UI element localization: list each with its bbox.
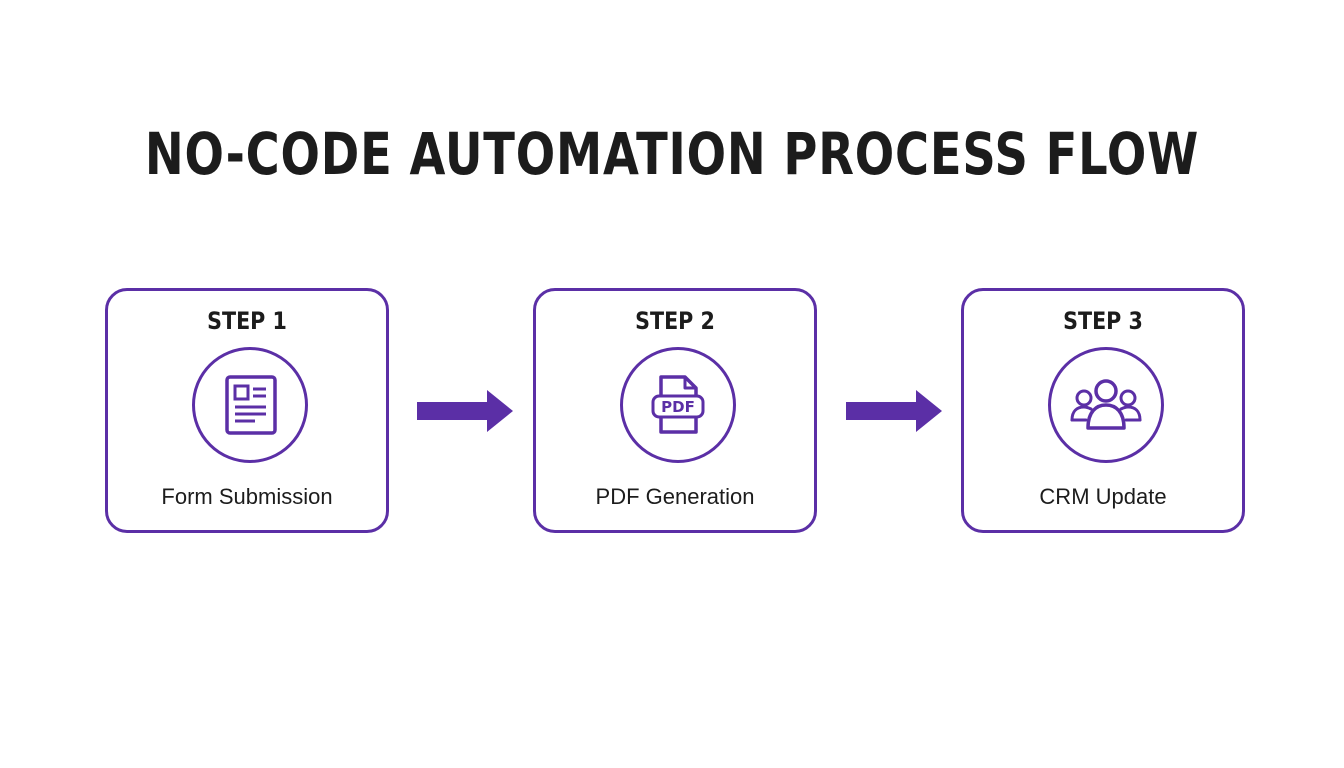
- step-card-crm-update: STEP 3 CRM Update: [961, 288, 1245, 533]
- step-name: Form Submission: [161, 484, 333, 509]
- pdf-file-icon: PDF: [651, 375, 705, 434]
- step-name: PDF Generation: [595, 484, 755, 509]
- step-label: STEP 1: [207, 307, 287, 335]
- step-name: CRM Update: [1039, 484, 1167, 509]
- step-label: STEP 3: [1063, 307, 1143, 335]
- arrow-right-icon: [846, 390, 942, 432]
- arrow-right-icon: [417, 390, 513, 432]
- icon-circle: [1048, 347, 1164, 463]
- icon-circle: [192, 347, 308, 463]
- form-document-icon: [225, 375, 277, 435]
- diagram-title: NO-CODE AUTOMATION PROCESS FLOW: [144, 120, 1200, 188]
- step-card-form-submission: STEP 1 Form Submission: [105, 288, 389, 533]
- step-card-pdf-generation: STEP 2 PDF PDF Generation: [533, 288, 817, 533]
- step-label: STEP 2: [635, 307, 715, 335]
- pdf-icon-text: PDF: [661, 398, 695, 416]
- users-group-icon: [1070, 379, 1142, 430]
- icon-circle: PDF: [620, 347, 736, 463]
